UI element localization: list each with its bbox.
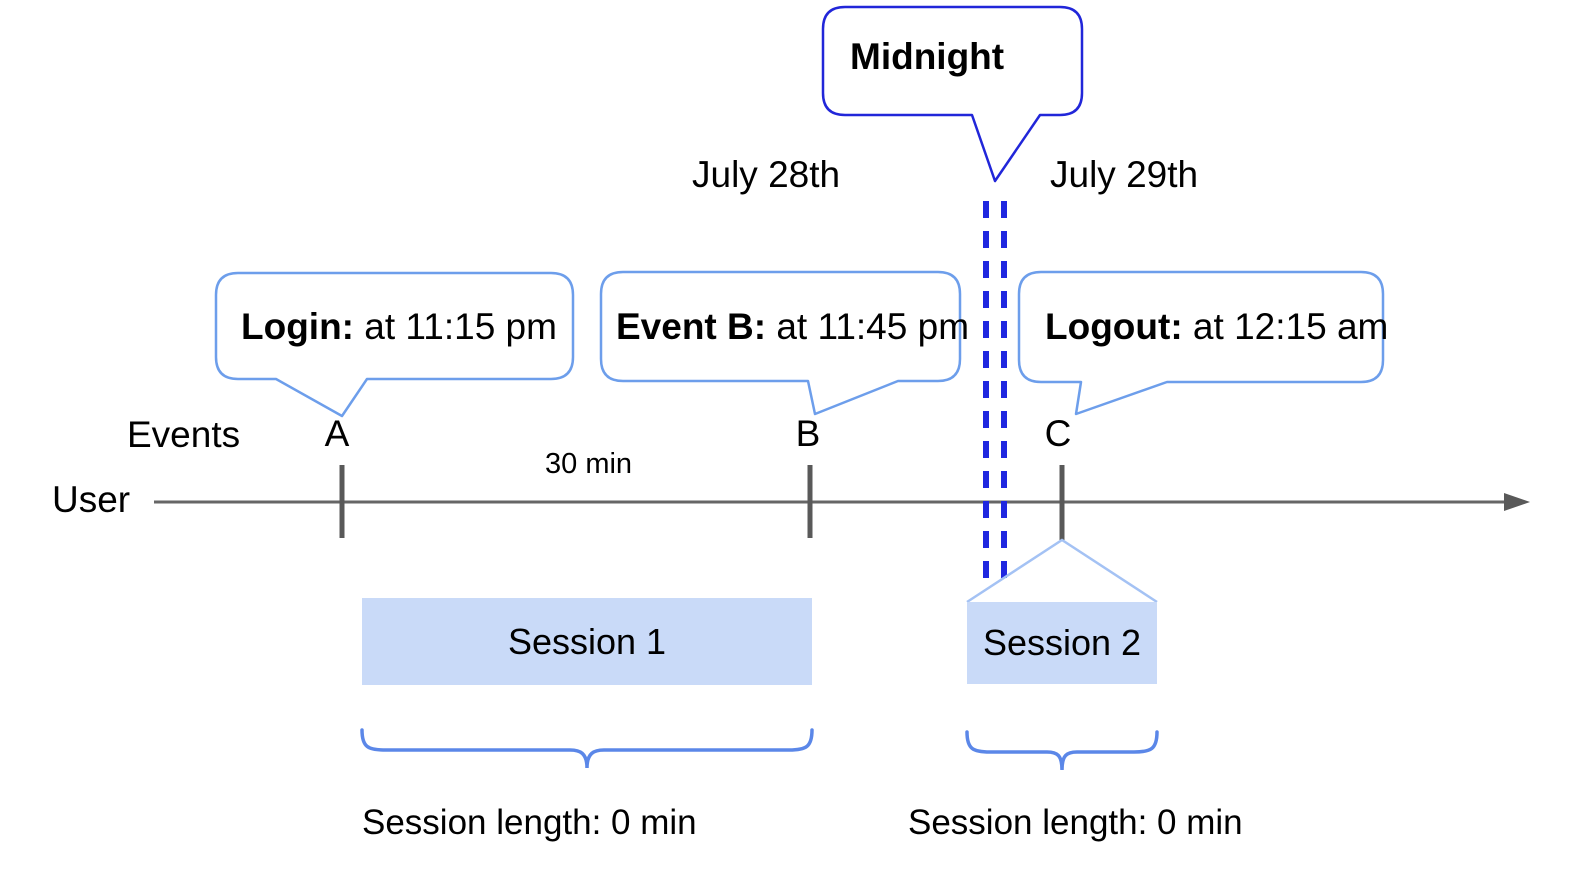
logout-callout-text: Logout: at 12:15 am: [1045, 308, 1388, 345]
session2-label: Session 2: [982, 622, 1142, 663]
event-b-callout-bubble: [599, 270, 962, 416]
session2-length-label: Session length: 0 min: [908, 803, 1243, 842]
event-b-callout-label: Event B:: [616, 306, 767, 347]
session1-length-label: Session length: 0 min: [362, 803, 697, 842]
midnight-callout-label: Midnight: [850, 36, 1005, 77]
session2-roof-connector: [966, 538, 1158, 604]
session2-box: Session 2: [967, 602, 1157, 684]
login-callout-text: Login: at 11:15 pm: [241, 308, 557, 345]
logout-callout-label: Logout:: [1045, 306, 1183, 347]
login-callout-bubble: [214, 271, 575, 418]
date-label-july-28: July 28th: [692, 154, 841, 195]
events-row-label: Events: [127, 414, 241, 455]
session1-box: Session 1: [362, 598, 812, 685]
session2-length-brace: [965, 730, 1159, 771]
login-callout-label: Login:: [241, 306, 355, 347]
event-marker-c: C: [1044, 413, 1072, 454]
logout-callout-time: at 12:15 am: [1182, 306, 1389, 347]
interval-label-30-min: 30 min: [545, 448, 633, 480]
user-axis-label: User: [52, 479, 131, 520]
event-marker-b: B: [795, 413, 821, 454]
timeline-arrowhead-icon: [1504, 493, 1530, 511]
login-callout-time: at 11:15 pm: [354, 306, 557, 347]
event-b-callout-text: Event B: at 11:45 pm: [616, 308, 969, 345]
date-label-july-29: July 29th: [1050, 154, 1199, 195]
session1-length-brace: [360, 728, 814, 769]
logout-callout-bubble: [1017, 270, 1385, 416]
midnight-callout-bubble: [821, 5, 1084, 183]
session1-label: Session 1: [507, 620, 667, 662]
event-b-callout-time: at 11:45 pm: [766, 306, 970, 347]
event-marker-a: A: [324, 413, 350, 454]
